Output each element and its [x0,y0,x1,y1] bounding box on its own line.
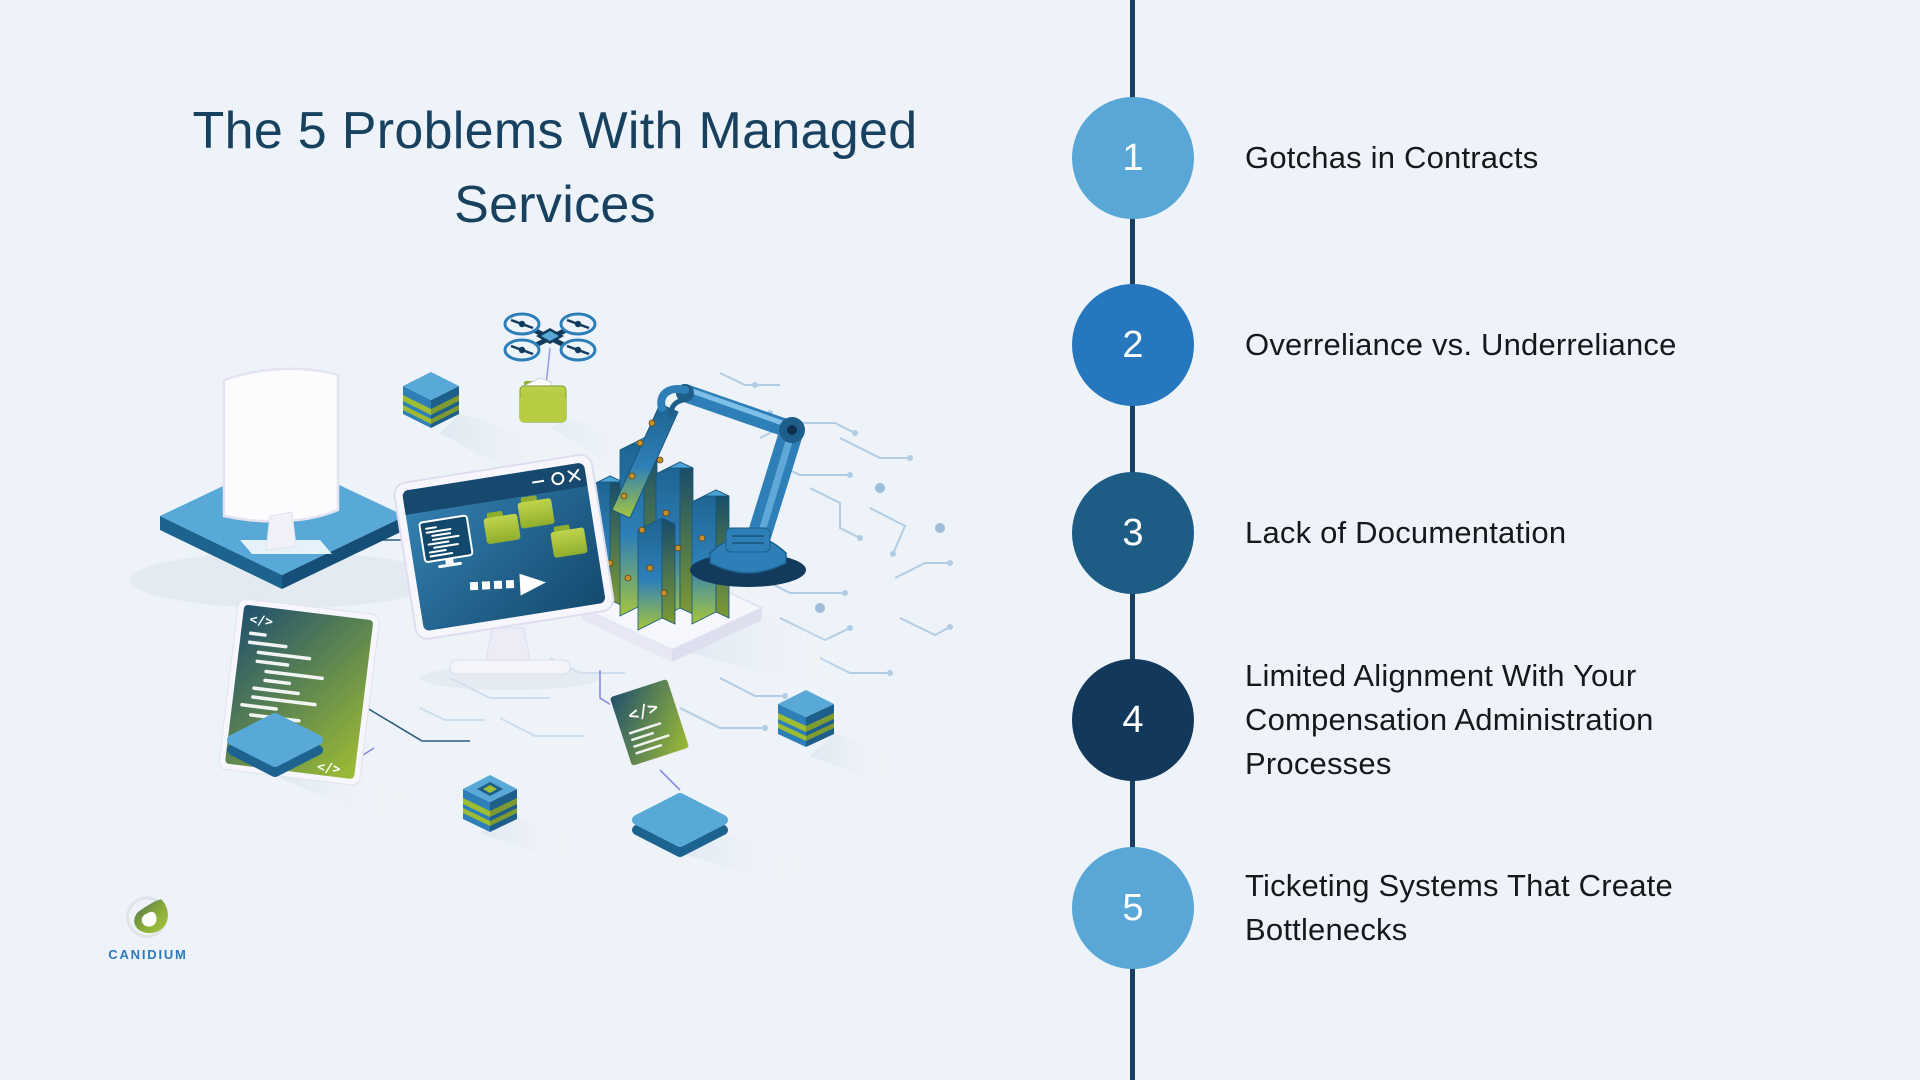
circuit-bar-towers [579,437,765,662]
step-number-2: 2 [1122,323,1144,366]
tilted-code-window-monitor [393,453,615,675]
timeline-item-1: 1 Gotchas in Contracts [1072,97,1832,219]
step-number-1: 1 [1122,136,1144,179]
step-number-3: 3 [1122,511,1144,554]
window-controls-icon [532,468,581,486]
lifted-circuit-panel [611,403,679,519]
step-label-1: Gotchas in Contracts [1245,140,1539,175]
step-circle-2: 2 [1072,284,1194,406]
svg-text:</>: </> [316,760,341,778]
canidium-logo: CANIDIUM [102,892,194,962]
step-circle-1: 1 [1072,97,1194,219]
page-title-line2: Services [454,176,656,234]
step-number-4: 4 [1122,698,1144,741]
canidium-leaf-icon [126,896,168,938]
canidium-logo-text: CANIDIUM [108,947,188,962]
step-circle-3: 3 [1072,472,1194,594]
step-label-5: Ticketing Systems That Create Bottleneck… [1245,868,1673,947]
small-code-tile: </> [608,677,691,768]
step-label-4: Limited Alignment With Your Compensation… [1245,658,1654,781]
svg-text:</>: </> [249,612,274,630]
folder-icon [519,377,567,423]
blue-platform-tiles [227,713,728,857]
folder-icons [483,495,588,558]
timeline-item-2: 2 Overreliance vs. Underreliance [1072,284,1832,406]
drone-carrying-folder [503,312,597,423]
step-circle-5: 5 [1072,847,1194,969]
timeline-item-5: 5 Ticketing Systems That Create Bottlene… [1072,847,1832,969]
dashed-arrow-icon [469,573,546,596]
robot-arm [657,384,806,587]
step-circle-4: 4 [1072,659,1194,781]
page-title-line1: The 5 Problems With Managed [192,102,918,160]
server-stack-cube-small [463,690,834,832]
server-stack-cube [403,372,459,428]
timeline-item-4: 4 Limited Alignment With Your Compensati… [1072,658,1832,781]
code-monitor-icon [418,514,474,569]
step-label-2: Overreliance vs. Underreliance [1245,327,1677,362]
managed-services-illustration: </> </> </> [120,278,970,888]
step-number-5: 5 [1122,886,1144,929]
step-label-3: Lack of Documentation [1245,515,1567,550]
page-title: The 5 Problems With Managed Services [150,94,960,242]
desktop-computer-on-platform [160,367,405,589]
timeline-item-3: 3 Lack of Documentation [1072,472,1832,594]
